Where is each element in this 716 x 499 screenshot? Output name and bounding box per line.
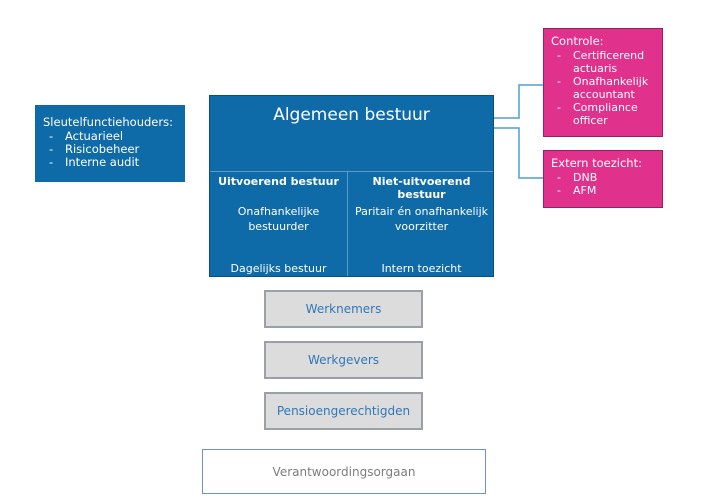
list-item: Actuarieel xyxy=(43,130,177,144)
algemeen-bestuur-box: Algemeen bestuur Uitvoerend bestuur Onaf… xyxy=(209,95,494,277)
werkgevers-box: Werkgevers xyxy=(264,341,423,379)
divider-vertical xyxy=(347,171,348,276)
werknemers-box: Werknemers xyxy=(264,290,423,328)
list-item: Risicobeheer xyxy=(43,143,177,157)
niet-uitvoerend-bestuur-header: Niet-uitvoerend bestuur xyxy=(372,175,471,201)
sleutelfunctiehouders-box: Sleutelfunctiehouders: Actuarieel Risico… xyxy=(35,105,185,182)
list-item: Compliance officer xyxy=(551,101,656,127)
algemeen-bestuur-title: Algemeen bestuur xyxy=(273,105,430,125)
extern-toezicht-title: Extern toezicht: xyxy=(551,156,642,170)
connector-to-controle xyxy=(494,84,543,119)
extern-toezicht-box: Extern toezicht: DNB AFM xyxy=(543,150,663,208)
list-item: DNB xyxy=(551,171,656,184)
divider-horizontal xyxy=(210,171,493,172)
list-item: Onafhankelijk accountant xyxy=(551,75,656,101)
verantwoordingsorgaan-box: Verantwoordingsorgaan xyxy=(202,449,486,494)
pensioengerechtigden-box: Pensioengerechtigden xyxy=(264,392,423,430)
list-item: Interne audit xyxy=(43,156,177,170)
controle-box: Controle: Certificerend actuaris Onafhan… xyxy=(543,28,663,137)
controle-title: Controle: xyxy=(551,34,604,48)
uitvoerend-bestuur-header: Uitvoerend bestuur xyxy=(218,175,339,188)
connector-to-extern-toezicht xyxy=(494,127,543,179)
uitvoerend-bestuur-body: Onafhankelijke bestuurder xyxy=(237,205,320,233)
uitvoerend-bestuur-footer: Dagelijks bestuur xyxy=(230,262,327,275)
niet-uitvoerend-bestuur-body: Paritair én onafhankelijk voorzitter xyxy=(354,205,489,233)
sleutelfunctiehouders-title: Sleutelfunctiehouders: xyxy=(43,115,173,129)
list-item: Certificerend actuaris xyxy=(551,49,656,75)
niet-uitvoerend-bestuur-footer: Intern toezicht xyxy=(381,262,462,275)
list-item: AFM xyxy=(551,184,656,197)
